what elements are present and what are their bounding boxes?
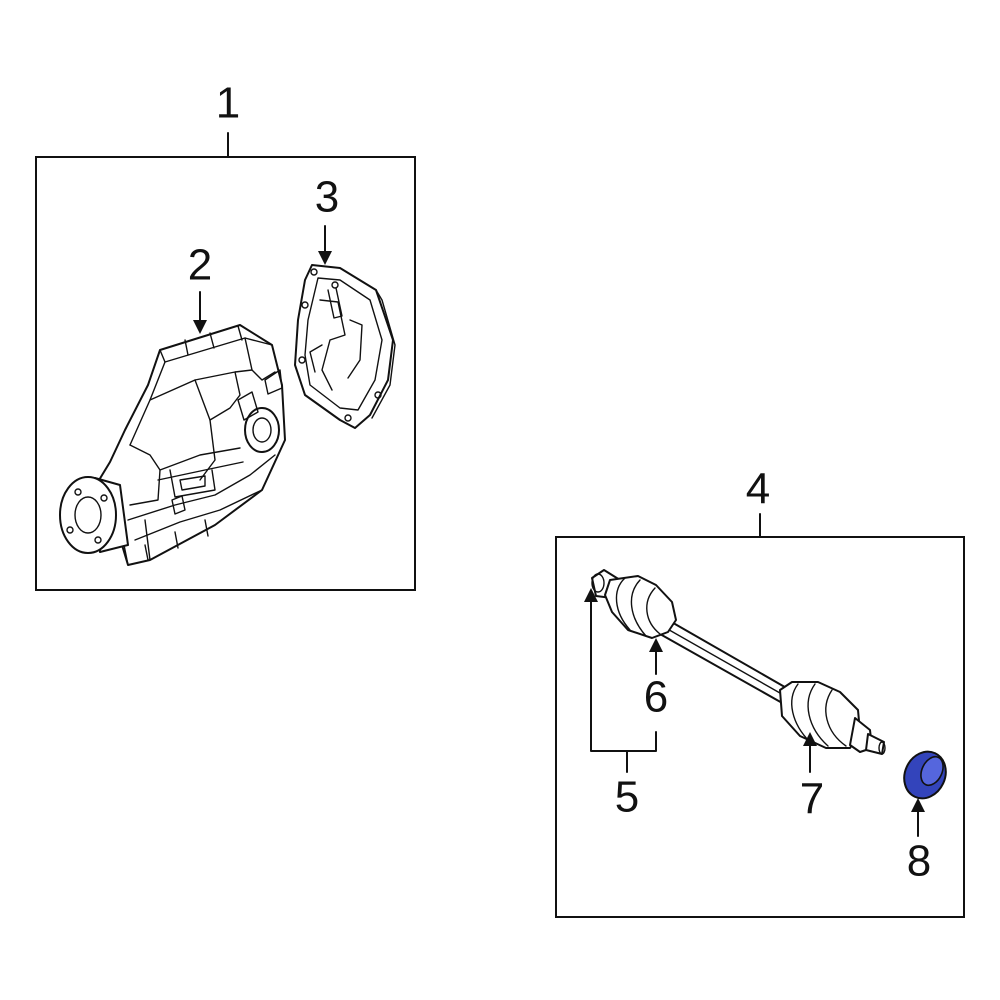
axle-shaft[interactable] [591, 569, 886, 755]
group-differential: 1 [35, 79, 416, 591]
callout-6[interactable]: 6 [644, 673, 668, 722]
bracket-5-6 [590, 599, 657, 752]
callout-8[interactable]: 8 [907, 837, 931, 886]
pinion-flange [59, 476, 117, 554]
differential-carrier[interactable] [59, 324, 286, 566]
seal-inner [920, 755, 944, 787]
outer-cv-boot[interactable] [779, 681, 861, 749]
callout-4[interactable]: 4 [746, 465, 770, 514]
group-axle-shaft: 4 [555, 465, 965, 918]
axle-seal[interactable] [897, 745, 954, 805]
inner-cv-boot[interactable] [604, 575, 677, 639]
callout-1[interactable]: 1 [216, 79, 240, 128]
callout-3[interactable]: 3 [315, 173, 339, 222]
differential-cover[interactable] [294, 264, 396, 429]
callout-2[interactable]: 2 [188, 241, 212, 290]
carrier-body [92, 324, 286, 566]
callout-5[interactable]: 5 [615, 773, 639, 822]
callout-7[interactable]: 7 [800, 775, 824, 824]
